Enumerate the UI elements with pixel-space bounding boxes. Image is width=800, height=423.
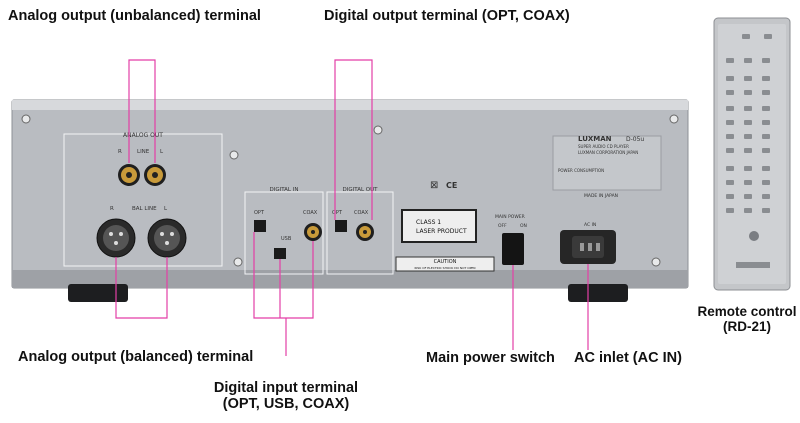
caution-label bbox=[395, 256, 495, 272]
callout-digital-input-line2: (OPT, USB, COAX) bbox=[222, 396, 350, 412]
analog-out-label: ANALOG OUT bbox=[123, 132, 163, 139]
caution-subtitle: RISK OF ELECTRIC SHOCK DO NOT OPEN bbox=[414, 266, 475, 270]
callout-digital-input: Digital input terminal (OPT, USB, COAX) bbox=[196, 380, 376, 412]
optical-input-port[interactable] bbox=[254, 220, 266, 232]
callout-remote-line2: (RD-21) bbox=[722, 319, 771, 334]
laser-product-label bbox=[401, 209, 477, 243]
main-power-label: MAIN POWER bbox=[495, 214, 525, 220]
power-consumption-label: POWER CONSUMPTION bbox=[558, 168, 604, 173]
bal-r-label: R bbox=[110, 206, 114, 212]
digital-in-opt-label: OPT bbox=[254, 210, 265, 216]
xlr-connector-l[interactable] bbox=[147, 218, 187, 258]
callout-remote-line1: Remote control bbox=[697, 304, 797, 319]
class1-line1: CLASS 1 bbox=[416, 219, 441, 226]
model-label: D-05u bbox=[626, 136, 644, 143]
power-on-label: ON bbox=[520, 223, 527, 229]
digital-in-label: DIGITAL IN bbox=[270, 187, 299, 193]
analog-r-label: R bbox=[118, 149, 122, 155]
callout-digital-output: Digital output terminal (OPT, COAX) bbox=[324, 8, 570, 24]
ac-in-label: AC IN bbox=[584, 222, 596, 228]
callout-digital-input-line1: Digital input terminal bbox=[213, 380, 359, 396]
made-in-label: MADE IN JAPAN bbox=[584, 193, 618, 199]
coax-output-jack[interactable] bbox=[356, 223, 374, 241]
analog-line-label: LINE bbox=[137, 149, 150, 155]
company-label: LUXMAN CORPORATION JAPAN bbox=[578, 150, 638, 155]
callout-remote-control: Remote control (RD-21) bbox=[694, 304, 800, 334]
usb-label: USB bbox=[281, 236, 292, 242]
remote-control-image bbox=[713, 17, 791, 291]
bal-line-label: BAL LINE bbox=[132, 206, 157, 212]
brand-label: LUXMAN bbox=[578, 135, 612, 143]
callout-main-power-switch: Main power switch bbox=[426, 350, 555, 366]
digital-out-label: DIGITAL OUT bbox=[343, 187, 379, 193]
analog-l-label: L bbox=[160, 149, 164, 155]
optical-output-port[interactable] bbox=[335, 220, 347, 232]
rca-jack-r[interactable] bbox=[118, 164, 140, 186]
usb-input-port[interactable] bbox=[274, 248, 286, 259]
digital-out-opt-label: OPT bbox=[332, 210, 343, 216]
digital-in-coax-label: COAX bbox=[303, 210, 318, 216]
xlr-connector-r[interactable] bbox=[96, 218, 136, 258]
coax-input-jack[interactable] bbox=[304, 223, 322, 241]
analog-out-section: ANALOG OUT R LINE L R BAL LINE L bbox=[63, 132, 223, 267]
main-power-switch-area: MAIN POWER OFF ON bbox=[495, 214, 527, 265]
rating-label-area: LUXMAN D-05u SUPER AUDIO CD PLAYER LUXMA… bbox=[395, 135, 662, 272]
foot-left bbox=[68, 284, 128, 302]
bal-l-label: L bbox=[164, 206, 168, 212]
ce-mark-icon: CE bbox=[446, 181, 457, 190]
digital-io-section: DIGITAL IN DIGITAL OUT OPT COAX OPT COAX… bbox=[244, 187, 394, 275]
caution-title: CAUTION bbox=[434, 259, 457, 265]
class1-line2: LASER PRODUCT bbox=[416, 228, 467, 235]
callout-analog-balanced: Analog output (balanced) terminal bbox=[18, 349, 254, 365]
weee-icon: ⊠ bbox=[430, 180, 438, 191]
power-off-label: OFF bbox=[498, 223, 507, 229]
main-power-switch[interactable] bbox=[502, 233, 524, 265]
product-subtitle: SUPER AUDIO CD PLAYER bbox=[578, 144, 629, 149]
cd-player-rear-panel bbox=[11, 99, 689, 302]
foot-right bbox=[568, 284, 628, 302]
digital-out-coax-label: COAX bbox=[354, 210, 369, 216]
rca-jack-l[interactable] bbox=[144, 164, 166, 186]
callout-analog-unbalanced: Analog output (unbalanced) terminal bbox=[8, 8, 261, 24]
callout-ac-inlet: AC inlet (AC IN) bbox=[574, 350, 682, 366]
callout-lines bbox=[115, 59, 589, 356]
ac-inlet-area: AC IN bbox=[560, 222, 616, 264]
